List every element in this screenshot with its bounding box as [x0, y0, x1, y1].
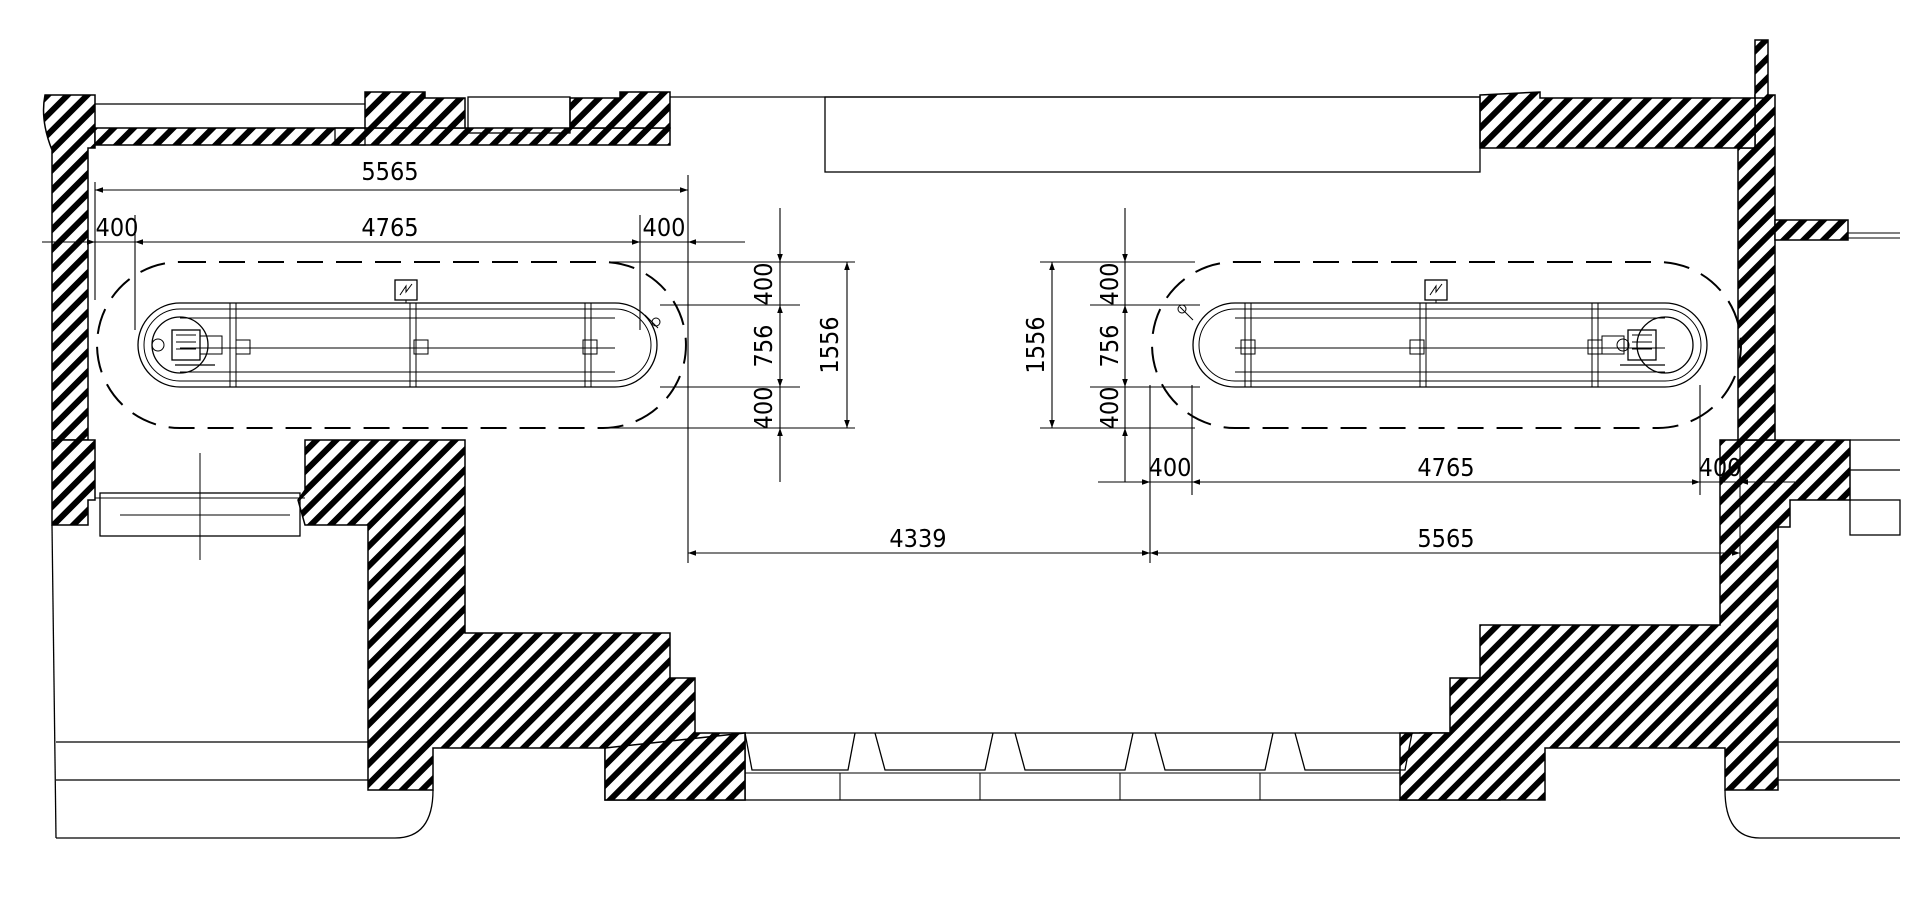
right-unit-track-outer	[1192, 302, 1708, 388]
left-overall-depth-label: 1556	[815, 316, 844, 373]
top-center-opening	[824, 96, 1481, 173]
wall-top-right-post	[1754, 39, 1769, 99]
right-clearance-right-label: 400	[1699, 453, 1742, 482]
left-unit	[96, 261, 687, 429]
wall-right-stub	[1774, 219, 1849, 241]
wall-top-left-block1	[364, 91, 466, 129]
wall-right-mass	[1399, 439, 1851, 801]
left-clearance-left-label: 400	[96, 213, 139, 242]
right-clearance-left-label: 400	[1149, 453, 1192, 482]
right-unit-motor	[1627, 329, 1657, 361]
right-unit-clearance-outline	[1151, 261, 1742, 429]
right-unit	[1151, 261, 1742, 429]
walls	[42, 39, 1851, 801]
gap-between-units-label: 4339	[889, 524, 946, 553]
left-unit-clearance-outline	[96, 261, 687, 429]
left-unit-track-inner	[143, 308, 652, 382]
right-overall-depth-label: 1556	[1021, 316, 1050, 373]
right-depth-top-label: 400	[1095, 263, 1124, 306]
right-depth-bottom-label: 400	[1095, 387, 1124, 430]
wall-top-left-lintel	[94, 127, 671, 146]
outlines	[51, 96, 1901, 839]
left-unit-track-outer	[137, 302, 658, 388]
left-depth-bottom-label: 400	[749, 387, 778, 430]
left-track-width-label: 756	[749, 325, 778, 368]
left-unit-dimensions: 5565 400 4765 400 400 756 400 1556	[42, 157, 855, 563]
right-track-length-label: 4765	[1417, 453, 1474, 482]
left-track-length-label: 4765	[361, 213, 418, 242]
wall-top-left-block2	[569, 91, 671, 129]
right-unit-dimensions: 400 756 400 1556 400 4765 400 4339 5565	[688, 208, 1795, 563]
left-depth-top-label: 400	[749, 263, 778, 306]
wall-top-left	[42, 94, 96, 441]
left-overall-width-label: 5565	[361, 157, 418, 186]
right-overall-width-label: 5565	[1417, 524, 1474, 553]
right-unit-drive-wheel	[1636, 316, 1694, 374]
right-unit-track-inner	[1198, 308, 1702, 382]
right-track-width-label: 756	[1095, 325, 1124, 368]
wall-left-pier	[51, 439, 96, 526]
left-clearance-right-label: 400	[643, 213, 686, 242]
wall-top-right	[1479, 91, 1756, 149]
